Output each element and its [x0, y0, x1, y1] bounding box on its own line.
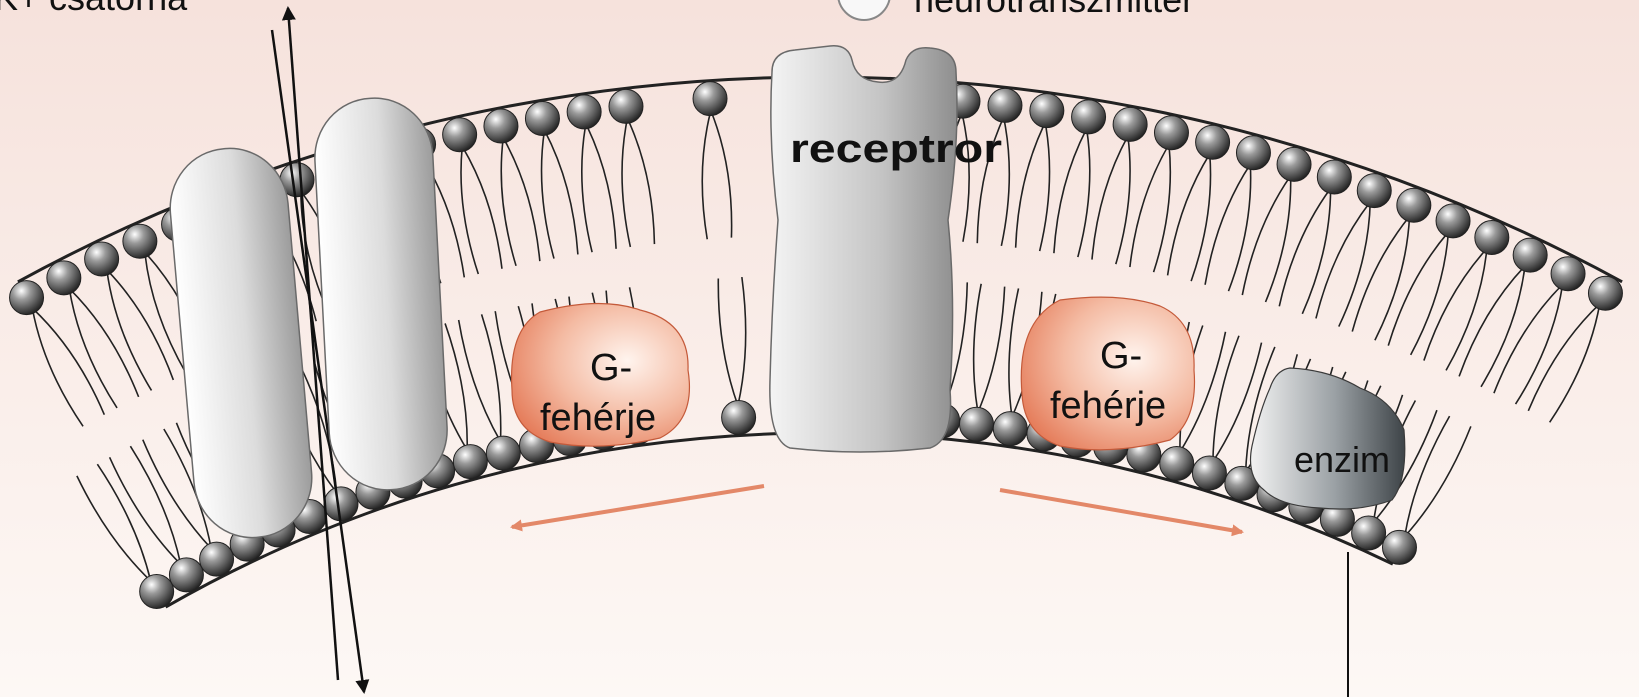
receptor-protein [770, 46, 957, 452]
enzyme-label: enzim [1294, 439, 1390, 480]
neurotransmitter-label: neurotranszmitter [914, 0, 1194, 20]
g-protein-right-label-line1: G- [1100, 335, 1142, 377]
channel-subunit-right [312, 95, 450, 493]
g-protein-left-label-line1: G- [590, 347, 632, 389]
g-protein-right-label-line2: fehérje [1050, 385, 1166, 427]
receptor-label: receptror [790, 127, 1002, 171]
g-protein-left-label-line2: fehérje [540, 397, 656, 439]
channel-label: K+ csatorna [0, 0, 188, 18]
